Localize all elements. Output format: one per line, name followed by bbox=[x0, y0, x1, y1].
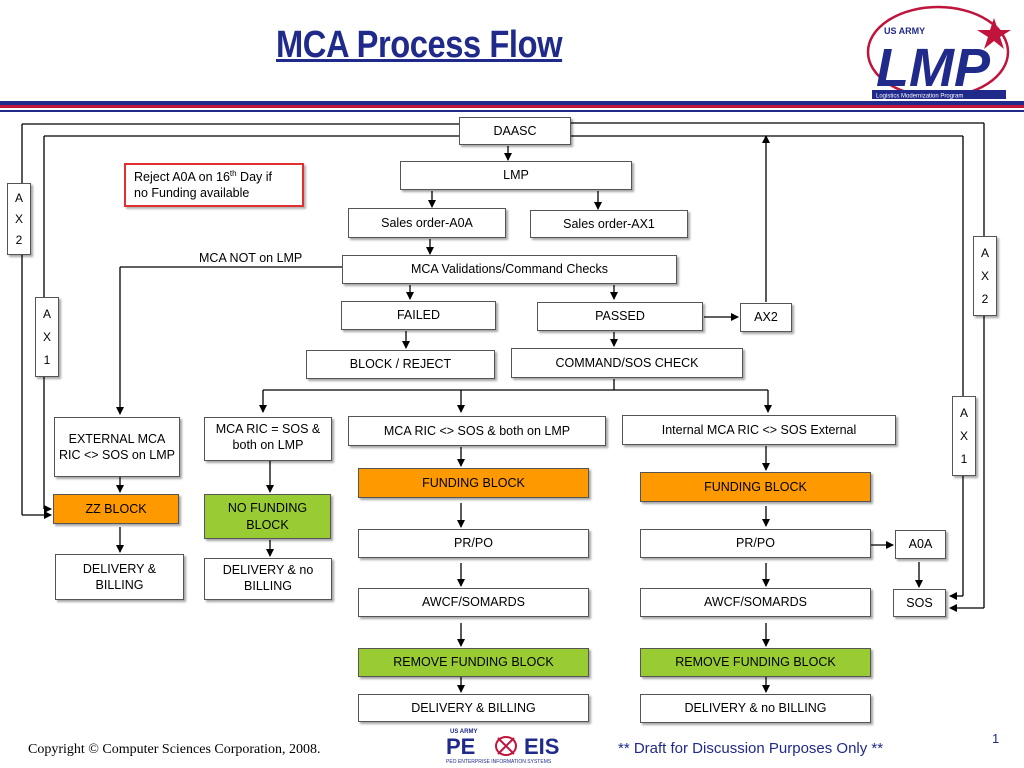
peo-logo-left-text: PE bbox=[446, 734, 475, 759]
header-band-navy-top bbox=[0, 101, 1024, 105]
ax1-right-char-3: 1 bbox=[960, 452, 968, 467]
peo-eis-logo: US ARMY PE EIS PEO ENTERPRISE INFORMATIO… bbox=[446, 729, 559, 765]
awcf-somards-node-2: AWCF/SOMARDS bbox=[640, 588, 871, 617]
mca-not-on-lmp-label: MCA NOT on LMP bbox=[199, 251, 303, 265]
ax1-left-label: A X 1 bbox=[35, 297, 59, 377]
header-band-red bbox=[0, 105, 1024, 108]
funding-block-node-1: FUNDING BLOCK bbox=[358, 468, 589, 498]
mca-validations-node: MCA Validations/Command Checks bbox=[342, 255, 677, 284]
lmp-logo-bottom-text: Logistics Modernization Program bbox=[876, 94, 963, 100]
a0a-node: A0A bbox=[895, 530, 946, 559]
ax2-right-label: A X 2 bbox=[973, 236, 997, 316]
pr-po-node-2: PR/PO bbox=[640, 529, 871, 558]
delivery-no-billing-node-1: DELIVERY & no BILLING bbox=[204, 558, 332, 600]
page-number: 1 bbox=[992, 731, 1000, 746]
awcf-somards-node-1: AWCF/SOMARDS bbox=[358, 588, 589, 617]
mca-ric-equals-sos-node: MCA RIC = SOS & both on LMP bbox=[204, 417, 332, 461]
draft-notice: ** Draft for Discussion Purposes Only ** bbox=[618, 740, 884, 757]
note-line2: no Funding available bbox=[134, 186, 250, 201]
external-mca-ric-node: EXTERNAL MCA RIC <> SOS on LMP bbox=[54, 417, 180, 477]
passed-node: PASSED bbox=[537, 302, 703, 331]
no-funding-block-node: NO FUNDING BLOCK bbox=[204, 494, 331, 539]
failed-node: FAILED bbox=[341, 301, 496, 330]
sos-node: SOS bbox=[893, 589, 946, 617]
funding-block-node-2: FUNDING BLOCK bbox=[640, 472, 871, 502]
page-title: MCA Process Flow bbox=[276, 24, 563, 66]
ax2-node: AX2 bbox=[740, 303, 792, 332]
pr-po-node-1: PR/PO bbox=[358, 529, 589, 558]
note-line1-post: Day if bbox=[236, 170, 273, 185]
zz-block-node: ZZ BLOCK bbox=[53, 494, 179, 524]
delivery-no-billing-node-2: DELIVERY & no BILLING bbox=[640, 694, 871, 723]
remove-funding-block-node-1: REMOVE FUNDING BLOCK bbox=[358, 648, 589, 677]
internal-mca-ric-node: Internal MCA RIC <> SOS External bbox=[622, 415, 896, 445]
ax1-left-char-3: 1 bbox=[43, 353, 51, 368]
delivery-billing-node-1: DELIVERY & BILLING bbox=[55, 554, 184, 600]
command-sos-check-node: COMMAND/SOS CHECK bbox=[511, 348, 743, 378]
sales-order-a0a-node: Sales order-A0A bbox=[348, 208, 506, 238]
ax2-right-char-1: A bbox=[980, 245, 989, 260]
lmp-logo-main-text: LMP bbox=[876, 38, 991, 98]
lmp-node: LMP bbox=[400, 161, 632, 190]
note-line1-pre: Reject A0A on 16 bbox=[134, 170, 230, 185]
peo-logo-sub-text: PEO ENTERPRISE INFORMATION SYSTEMS bbox=[446, 759, 552, 765]
ax2-left-char-3: 2 bbox=[15, 232, 23, 247]
reject-a0a-note: Reject A0A on 16th Day if no Funding ava… bbox=[124, 163, 304, 207]
ax2-right-char-3: 2 bbox=[981, 292, 989, 307]
header-band-navy-bottom bbox=[0, 110, 1024, 112]
ax2-left-char-2: X bbox=[14, 211, 23, 226]
block-reject-node: BLOCK / REJECT bbox=[306, 350, 495, 379]
ax1-right-label: A X 1 bbox=[952, 396, 976, 476]
remove-funding-block-node-2: REMOVE FUNDING BLOCK bbox=[640, 648, 871, 677]
delivery-billing-node-2: DELIVERY & BILLING bbox=[358, 694, 589, 722]
lmp-logo-top-text: US ARMY bbox=[884, 26, 925, 36]
peo-logo-right-text: EIS bbox=[524, 734, 559, 759]
ax1-left-char-2: X bbox=[42, 329, 51, 344]
peo-logo-top-text: US ARMY bbox=[450, 729, 477, 735]
ax1-right-char-1: A bbox=[959, 405, 968, 420]
note-line1-sup: th bbox=[229, 169, 237, 178]
ax1-right-char-2: X bbox=[959, 428, 968, 443]
sales-order-ax1-node: Sales order-AX1 bbox=[530, 210, 688, 238]
ax2-right-char-2: X bbox=[980, 268, 989, 283]
mca-ric-not-sos-node: MCA RIC <> SOS & both on LMP bbox=[348, 416, 606, 446]
lmp-logo: US ARMY LMP Logistics Modernization Prog… bbox=[866, 5, 1011, 100]
ax2-left-char-1: A bbox=[14, 191, 23, 206]
daasc-node: DAASC bbox=[459, 117, 571, 145]
copyright-text: Copyright © Computer Sciences Corporatio… bbox=[28, 742, 321, 757]
ax2-left-label: A X 2 bbox=[7, 183, 31, 255]
ax1-left-char-1: A bbox=[42, 306, 51, 321]
